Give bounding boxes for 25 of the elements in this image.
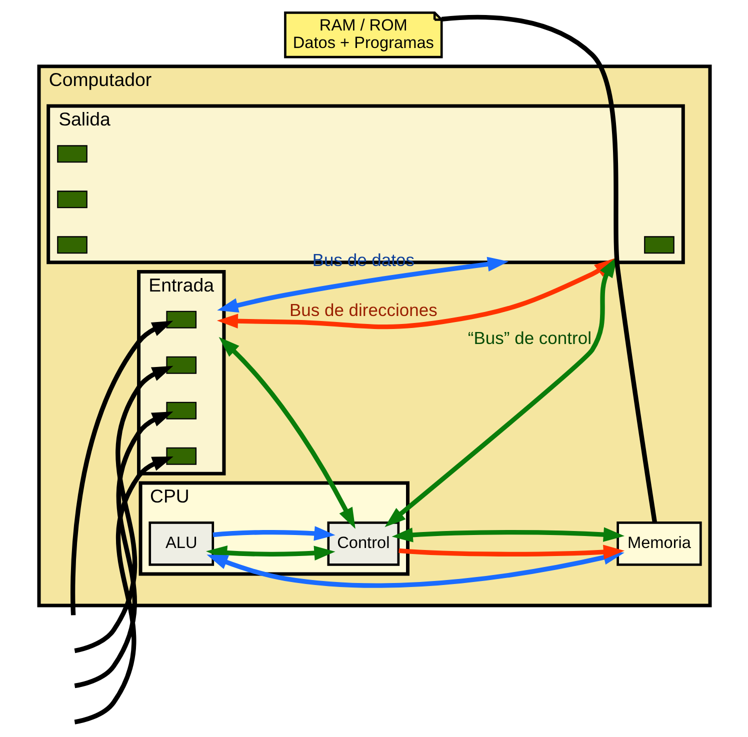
node-box <box>56 236 87 254</box>
edge-label: “Bus” de control <box>467 328 591 348</box>
arrow <box>74 366 173 654</box>
node-box <box>56 145 87 163</box>
node-box <box>166 310 196 328</box>
node-box <box>166 356 196 374</box>
connector <box>440 14 657 523</box>
arrow <box>74 411 173 688</box>
node-box <box>56 190 87 208</box>
arrow <box>212 526 335 541</box>
arrow <box>74 456 173 724</box>
arrow <box>70 320 173 616</box>
node-box <box>644 236 674 254</box>
cluster: Entrada <box>136 270 226 476</box>
node-box: ALU <box>148 521 214 566</box>
node-box: Memoria <box>616 521 702 566</box>
node-box <box>166 402 196 420</box>
arrow <box>398 544 624 560</box>
arrow <box>205 546 335 560</box>
node-box: Control <box>326 521 400 566</box>
arrow <box>216 256 508 313</box>
arrow <box>218 336 355 529</box>
node-box <box>166 447 196 465</box>
arrow <box>391 527 624 542</box>
edge-label: Bus de direcciones <box>288 300 437 320</box>
